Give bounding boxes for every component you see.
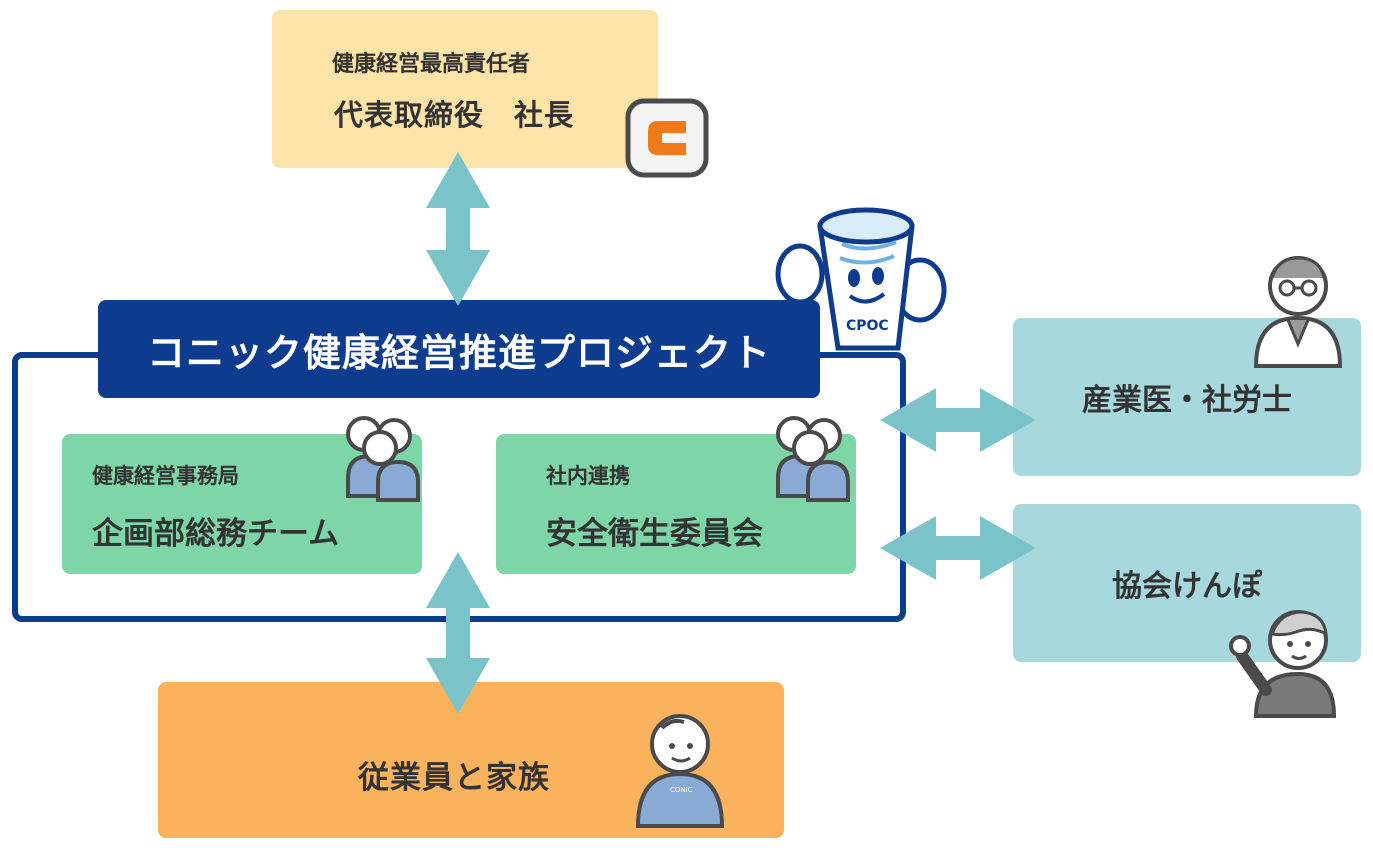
team-label: 健康経営事務局 (92, 464, 239, 488)
team-name: 安全衛生委員会 (546, 516, 763, 552)
staff-group-icon (346, 416, 420, 502)
arrow-project-partner2 (880, 516, 1036, 580)
ceo-label: 健康経営最高責任者 (332, 52, 531, 77)
mascot-text: CPOC (846, 318, 889, 334)
employee-icon: CONIC (635, 714, 725, 828)
employees-name: 従業員と家族 (358, 760, 550, 796)
team-name: 企画部総務チーム (92, 516, 340, 552)
team-label: 社内連携 (546, 464, 630, 488)
arrow-ceo-project (426, 152, 490, 306)
team-general-affairs: 健康経営事務局 企画部総務チーム (62, 434, 422, 574)
staff-group-icon (776, 416, 850, 502)
project-title: コニック健康経営推進プロジェクト (98, 300, 820, 398)
badge-text: CONIC (670, 786, 693, 794)
arrow-project-partner1 (880, 388, 1036, 452)
ceo-name: 代表取締役 社長 (334, 98, 575, 132)
arrow-project-employees (426, 552, 490, 714)
advisor-icon (1229, 610, 1337, 718)
company-logo-icon (625, 98, 709, 178)
partner-name: 産業医・社労士 (1082, 383, 1292, 418)
mascot-icon: CPOC (775, 207, 947, 351)
doctor-icon (1253, 256, 1343, 368)
partner-name: 協会けんぽ (1112, 569, 1262, 604)
ceo-box: 健康経営最高責任者 代表取締役 社長 (272, 10, 658, 168)
